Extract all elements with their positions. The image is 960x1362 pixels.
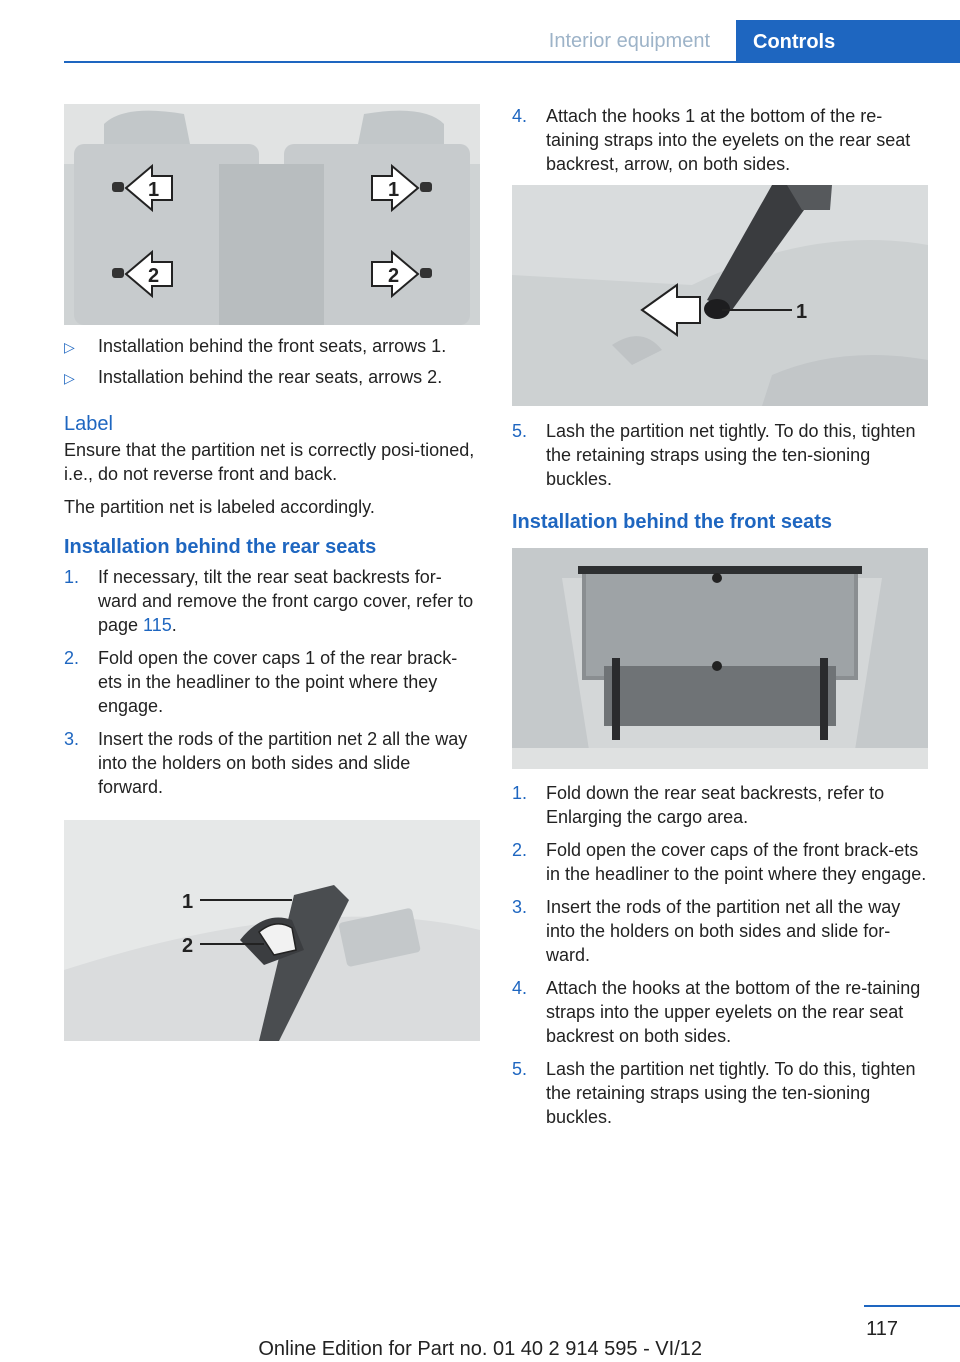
label-heading: Label [64, 413, 113, 435]
header-section-title: Interior equipment [548, 30, 710, 52]
step-item: 5.Lash the partition net tightly. To do … [512, 1059, 916, 1127]
step-item: 1.If necessary, tilt the rear seat backr… [64, 567, 474, 635]
fig1-label-1a: 1 [148, 179, 159, 201]
triangle-bullet-icon: ▷ [64, 370, 75, 386]
header-rule [64, 61, 960, 63]
rear-seats-steps: 1.If necessary, tilt the rear seat backr… [64, 565, 480, 799]
fig1-label-1b: 1 [388, 179, 399, 201]
figure-retaining-strap-hook: 1 [512, 185, 928, 406]
step-item: 1.Fold down the rear seat backrests, ref… [512, 783, 885, 827]
step-item: 3.Insert the rods of the partition net a… [512, 897, 901, 965]
step-item: 4.Attach the hooks at the bottom of the … [512, 978, 921, 1046]
label-paragraph-1: Ensure that the partition net is correct… [64, 440, 475, 484]
edition-note: Online Edition for Part no. 01 40 2 914 … [258, 1338, 702, 1360]
fig3-label-1: 1 [796, 301, 807, 323]
figure-partition-net-front [512, 548, 928, 769]
fig2-label-2: 2 [182, 935, 193, 957]
fig2-label-1: 1 [182, 891, 193, 913]
rear-seats-steps-final: 5.Lash the partition net tightly. To do … [512, 419, 928, 491]
installation-bullets: ▷Installation behind the front seats, ar… [64, 334, 480, 389]
figure-headliner-bracket: 1 2 [64, 820, 480, 1041]
left-column: 1 1 2 2 ▷Installation behind the front s… [64, 104, 480, 1041]
fig1-label-2b: 2 [388, 265, 399, 287]
front-seats-steps: 1.Fold down the rear seat backrests, ref… [512, 781, 928, 1129]
front-seats-heading: Installation behind the front seats [512, 511, 833, 533]
header-chapter-tab: Controls [736, 20, 960, 62]
step-item: 4.Attach the hooks 1 at the bottom of th… [512, 106, 911, 174]
bullet-item: ▷Installation behind the rear seats, arr… [64, 365, 480, 389]
step-item: 2.Fold open the cover caps 1 of the rear… [64, 648, 458, 716]
figure-rear-seat-backrest: 1 1 2 2 [64, 104, 480, 325]
rear-seats-steps-continued: 4.Attach the hooks 1 at the bottom of th… [512, 104, 928, 176]
page-number: 117 [866, 1318, 898, 1340]
rear-seats-heading: Installation behind the rear seats [64, 536, 377, 558]
right-column: 4.Attach the hooks 1 at the bottom of th… [512, 104, 928, 1138]
fig1-label-2a: 2 [148, 265, 159, 287]
footer-rule [864, 1305, 960, 1307]
step-item: 2.Fold open the cover caps of the front … [512, 840, 927, 884]
triangle-bullet-icon: ▷ [64, 339, 75, 355]
page-link[interactable]: 115 [143, 615, 172, 635]
step-item: 5.Lash the partition net tightly. To do … [512, 421, 916, 489]
bullet-item: ▷Installation behind the front seats, ar… [64, 334, 480, 358]
label-paragraph-2: The partition net is labeled accordingly… [64, 497, 375, 517]
step-item: 3.Insert the rods of the partition net 2… [64, 729, 468, 797]
